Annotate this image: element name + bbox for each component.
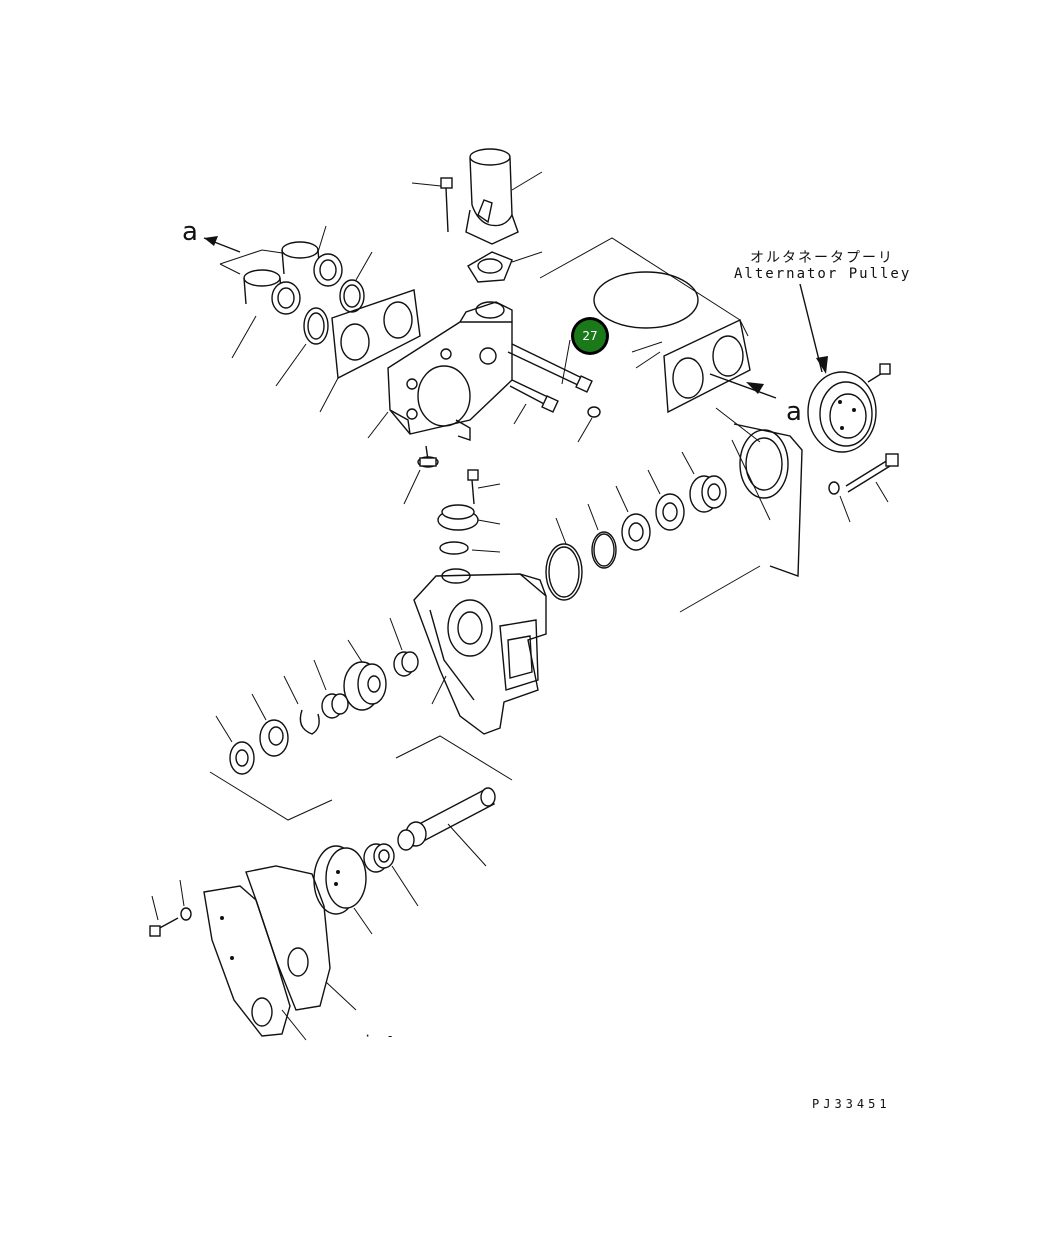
view-a-marker-left: a: [182, 217, 297, 275]
bearing-outer: [647, 469, 685, 531]
callout-27[interactable]: 27: [571, 317, 609, 355]
spacer-bushing: [389, 617, 419, 677]
pump-bearing: [251, 693, 289, 757]
o-ring-small: [587, 503, 617, 569]
bearing-inner: [615, 485, 651, 551]
snap-ring: [283, 675, 320, 735]
housing-bolt-short: [509, 379, 559, 425]
pump-cover-plate: [203, 885, 307, 1041]
front-cover-outline: [539, 237, 749, 353]
water-outlet-pipe: [465, 148, 543, 245]
impeller: [313, 845, 373, 935]
seal-ring-upper: [339, 251, 373, 313]
pulley-washer: [828, 481, 851, 523]
housing-washer: [577, 406, 601, 443]
water-pump-body: [413, 568, 547, 735]
cover-bolt: [149, 895, 179, 937]
thermostat-lower: [231, 269, 301, 359]
pulley-bolt-small: [867, 363, 891, 383]
mechanical-seal: [363, 843, 419, 907]
pump-gear: [343, 639, 387, 711]
cover-washer: [179, 879, 192, 921]
thermostat-gasket: [319, 289, 421, 413]
thermostat-housing: [367, 301, 513, 441]
timing-case: [679, 423, 803, 613]
sensor-fitting: [403, 445, 439, 505]
seal-ring-lower: [275, 307, 329, 387]
view-a-marker-right: a: [709, 373, 802, 443]
cap-bolt: [467, 469, 501, 505]
housing-bolt-long: [507, 339, 593, 393]
shaft-collar: [313, 659, 349, 719]
oil-seal: [215, 715, 255, 775]
pulley-bolt-long: [845, 453, 899, 503]
cap-gasket: [439, 541, 501, 555]
alternator-pulley-label: オルタネータプーリ Alternator Pulley: [734, 250, 911, 374]
front-cover-gasket: [635, 318, 751, 414]
svg-text:オルタネータプーリ: オルタネータプーリ: [750, 250, 894, 266]
outlet-gasket: [467, 251, 543, 283]
assembly-bracket-lines: [209, 735, 513, 821]
alternator-pulley: [807, 371, 877, 453]
svg-text:a: a: [182, 217, 198, 247]
thermostat-upper: [281, 225, 343, 287]
cover-cap: [437, 504, 501, 531]
small-mark: · -: [364, 1029, 398, 1043]
o-ring-large: [545, 517, 583, 601]
pump-shaft: [397, 787, 496, 867]
callout-number: 27: [582, 329, 597, 343]
svg-text:Alternator Pulley: Alternator Pulley: [734, 266, 911, 282]
outlet-bolt: [411, 177, 453, 233]
drawing-code: PJ33451: [812, 1097, 891, 1111]
svg-text:a: a: [786, 397, 802, 427]
drive-gear-hub: [681, 451, 727, 513]
